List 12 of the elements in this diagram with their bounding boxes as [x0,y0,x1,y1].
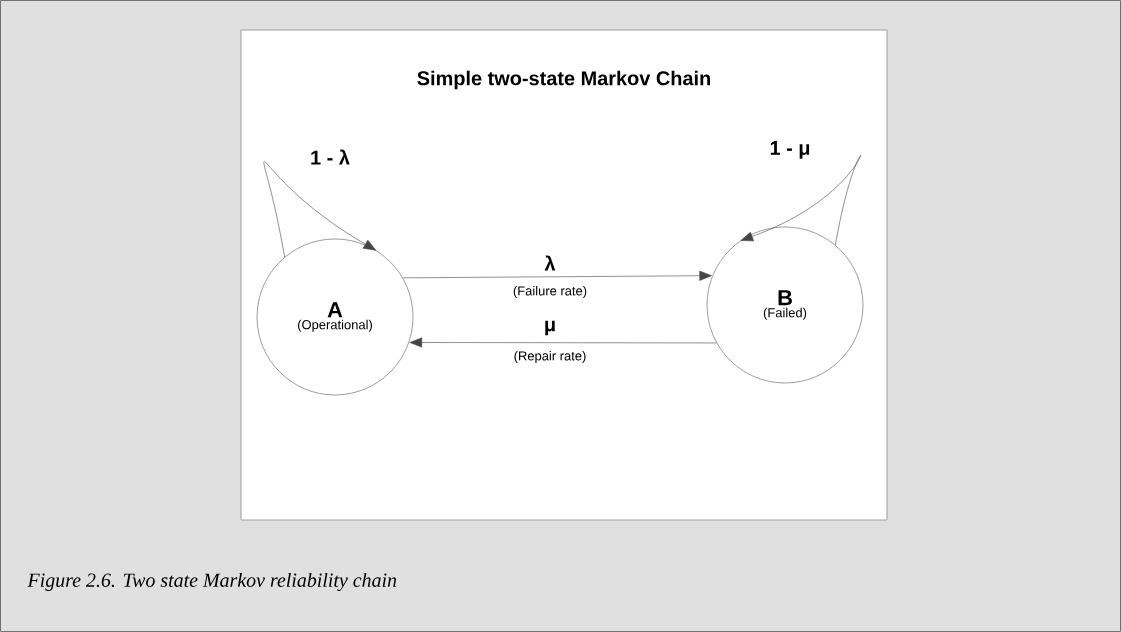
self-loop-arrow [263,161,377,258]
arrow [409,337,717,348]
edge-label: μ [545,320,555,336]
caption: Figure 2.6. Two state Markov reliability chain [27,572,397,592]
edge-label: 1 - μ [770,141,810,159]
edge-note: (Repair rate) [514,350,586,363]
title: Simple two-state Markov Chain [417,70,710,90]
arrow [402,270,712,281]
edge-label: 1 - λ [311,149,350,165]
edge-note: (Failure rate) [513,285,587,299]
self-loop-arrow [740,155,861,246]
edge-label: λ [544,255,556,271]
